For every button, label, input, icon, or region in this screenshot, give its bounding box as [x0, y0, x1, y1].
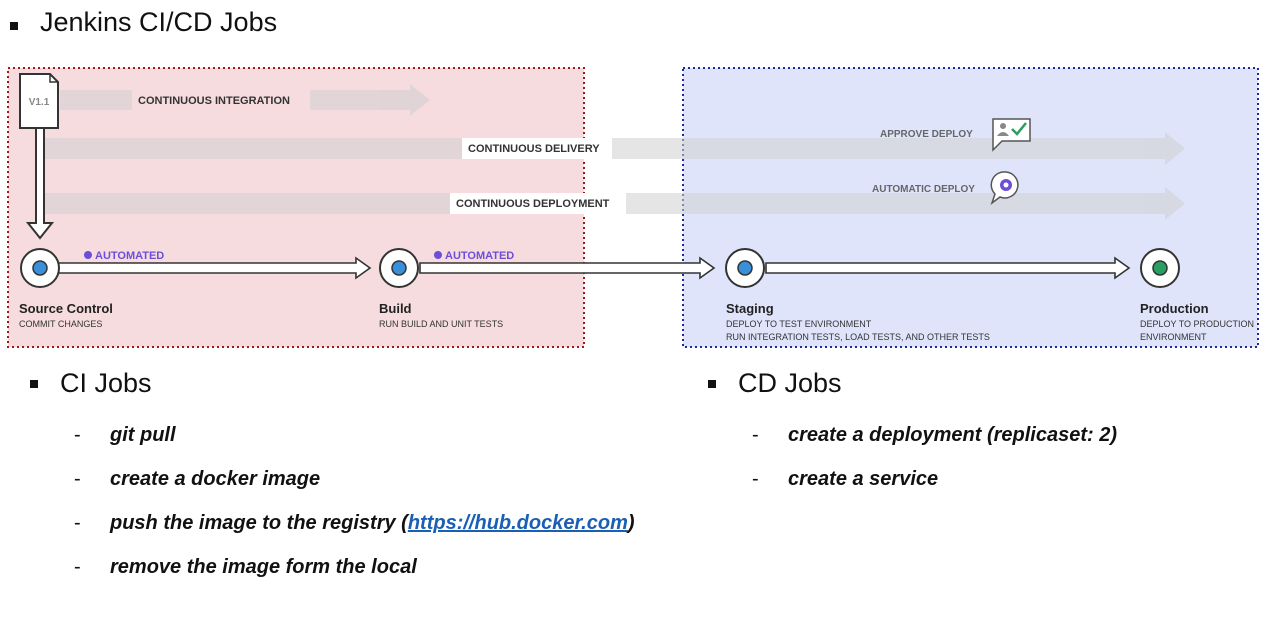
- ci-item-dash: -: [74, 556, 81, 578]
- stage-node-build: [379, 248, 419, 288]
- ci-item-push-image: push the image to the registry (https://…: [110, 512, 635, 535]
- cd-jobs-bullet: [708, 380, 716, 388]
- gear-icon: [84, 251, 92, 259]
- stage-node-source-control: [20, 248, 60, 288]
- cd-item-create-service: create a service: [788, 468, 939, 490]
- docker-hub-link[interactable]: https://hub.docker.com: [407, 512, 628, 534]
- ci-item-dash: -: [74, 468, 81, 490]
- ci-item-dash: -: [74, 424, 81, 446]
- ci-item-remove-image: remove the image form the local: [110, 556, 417, 578]
- down-arrow: [25, 127, 55, 240]
- stage-title-source-control: Source Control: [19, 301, 113, 316]
- cd-item-dash: -: [752, 424, 759, 446]
- ci-item-git-pull: git pull: [110, 424, 176, 446]
- stage-desc-staging-1: DEPLOY TO TEST ENVIRONMENT: [726, 319, 872, 329]
- version-label: V1.1: [29, 97, 50, 108]
- automated-badge-2: AUTOMATED: [434, 250, 514, 262]
- gear-icon: [434, 251, 442, 259]
- stage-title-staging: Staging: [726, 301, 774, 316]
- page-title: Jenkins CI/CD Jobs: [40, 7, 278, 37]
- ci-item-dash: -: [74, 512, 81, 534]
- automatic-deploy-label: AUTOMATIC DEPLOY: [872, 184, 975, 195]
- stage-title-build: Build: [379, 301, 412, 316]
- approve-deploy-icon: [992, 118, 1031, 152]
- version-tag: V1.1: [19, 73, 59, 129]
- cd-item-create-deployment: create a deployment (replicaset: 2): [788, 424, 1118, 446]
- band-label-delivery: CONTINUOUS DELIVERY: [468, 143, 600, 155]
- ci-jobs-heading: CI Jobs: [60, 368, 152, 398]
- automated-badge-1: AUTOMATED: [84, 250, 164, 262]
- ci-item-create-image: create a docker image: [110, 468, 321, 490]
- stage-desc-production-1: DEPLOY TO PRODUCTION: [1140, 319, 1254, 329]
- stage-node-staging: [725, 248, 765, 288]
- band-label-ci: CONTINUOUS INTEGRATION: [138, 95, 290, 107]
- pipeline-connectors: [57, 256, 1131, 280]
- cd-item-dash: -: [752, 468, 759, 490]
- stage-title-production: Production: [1140, 301, 1209, 316]
- stage-node-production: [1140, 248, 1180, 288]
- approve-deploy-label: APPROVE DEPLOY: [880, 129, 973, 140]
- push-image-text: push the image to the registry (: [110, 512, 408, 534]
- automated-label-1: AUTOMATED: [95, 250, 164, 262]
- automatic-deploy-icon: [990, 171, 1019, 206]
- stage-desc-build: RUN BUILD AND UNIT TESTS: [379, 319, 503, 329]
- cd-jobs-heading: CD Jobs: [738, 368, 842, 398]
- band-label-deployment: CONTINUOUS DEPLOYMENT: [456, 198, 610, 210]
- ci-jobs-bullet: [30, 380, 38, 388]
- stage-desc-staging-2: RUN INTEGRATION TESTS, LOAD TESTS, AND O…: [726, 332, 990, 342]
- stage-desc-source-control: COMMIT CHANGES: [19, 319, 102, 329]
- push-image-close: ): [627, 512, 635, 534]
- stage-desc-production-2: ENVIRONMENT: [1140, 332, 1207, 342]
- ci-cd-pipeline-diagram: CONTINUOUS INTEGRATION CONTINUOUS DELIVE…: [7, 67, 1259, 348]
- automated-label-2: AUTOMATED: [445, 250, 514, 262]
- title-bullet: [10, 22, 18, 30]
